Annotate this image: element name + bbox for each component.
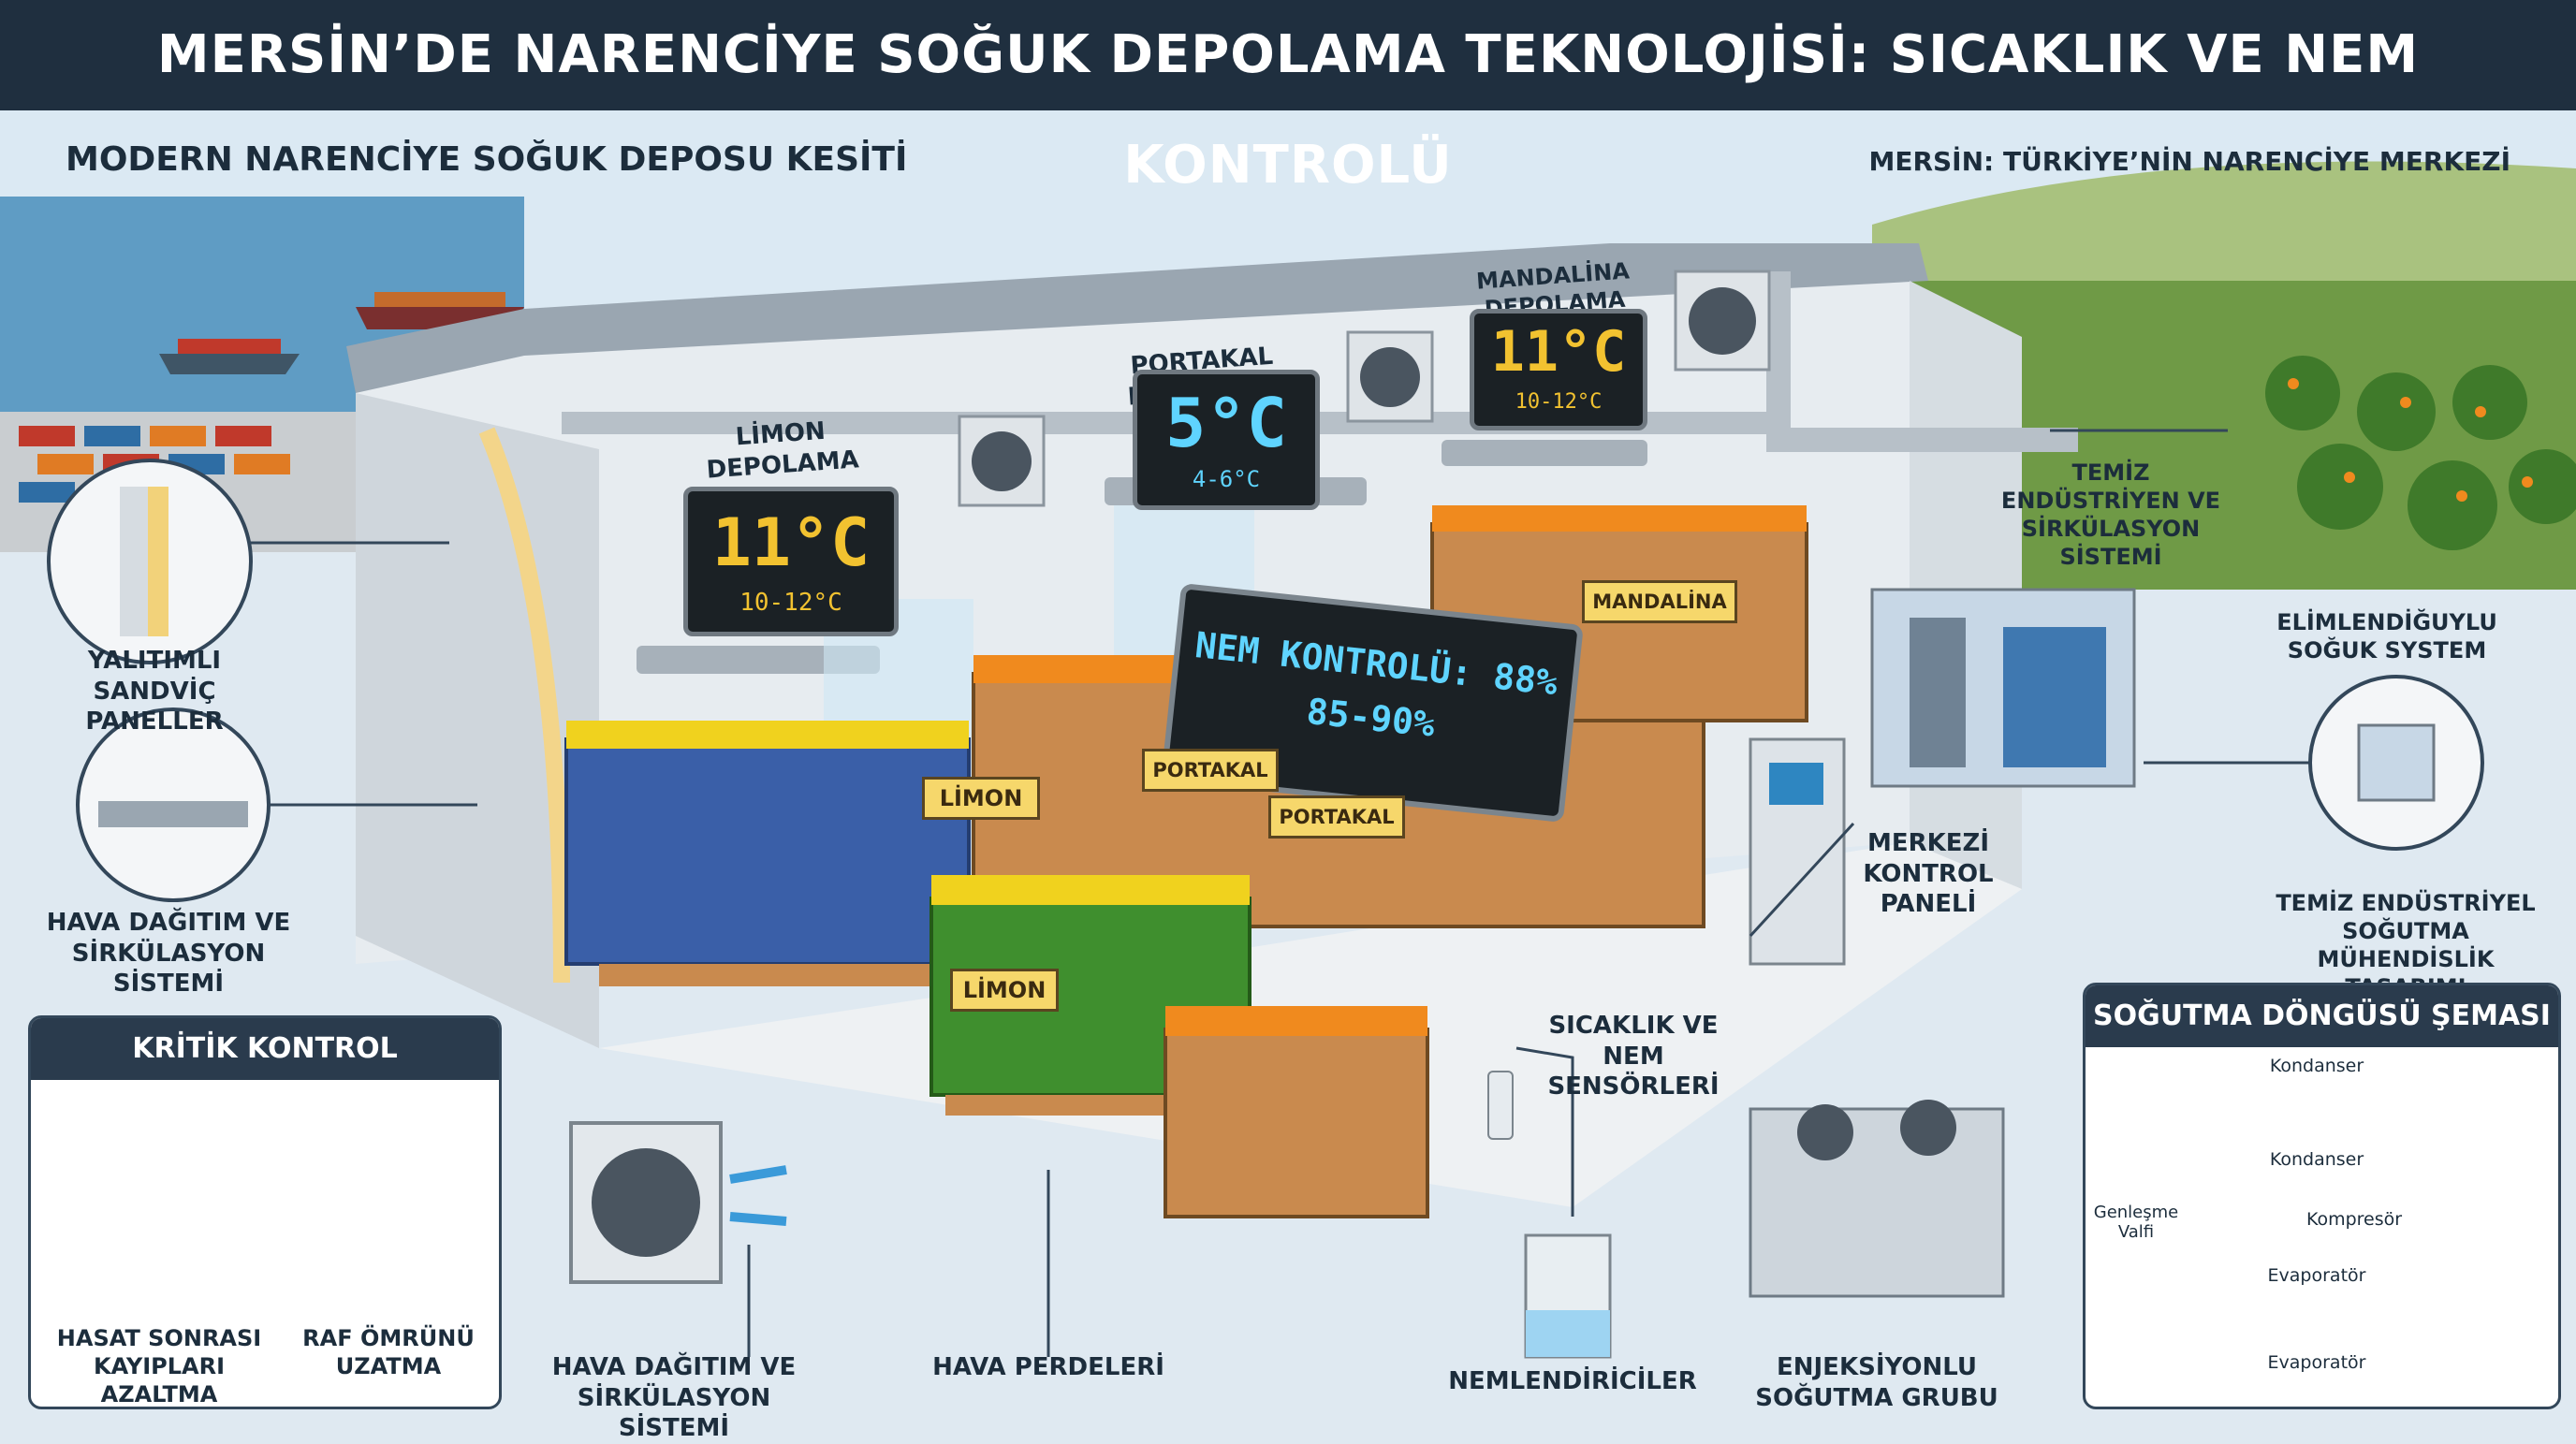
roof-edge xyxy=(346,243,1928,393)
cycle-label-compressor: Kompresör xyxy=(2305,1209,2403,1230)
control-panel-cabinet xyxy=(1749,737,1846,966)
humidifier-water xyxy=(1526,1310,1610,1357)
air-curtain-bar-1 xyxy=(637,646,880,674)
label-air-distribution-left: HAVA DAĞITIM VE SİRKÜLASYON SİSTEMİ xyxy=(46,909,291,998)
crate-label-portakal-1: PORTAKAL xyxy=(1142,749,1279,792)
temp-display-mandalina: 11°C 10-12°C xyxy=(1470,309,1647,430)
side-wall xyxy=(356,393,599,1048)
temp-range-mandalina: 10-12°C xyxy=(1515,390,1603,414)
cycle-label-condenser-mid: Kondanser xyxy=(2269,1149,2364,1170)
label-air-distribution-bottom: HAVA DAĞITIM VE SİRKÜLASYON SİSTEMİ xyxy=(551,1353,797,1442)
insulation-layer xyxy=(478,427,570,984)
right-wall xyxy=(1910,281,2022,889)
crate-label-limon-2: LİMON xyxy=(950,969,1059,1012)
critical-item-shelf-life: RAF ÖMRÜNÜ UZATMA xyxy=(302,1325,475,1379)
temp-value-portakal: 5°C xyxy=(1164,384,1288,462)
cycle-label-condenser-top: Kondanser xyxy=(2269,1056,2364,1076)
temp-range-limon: 10-12°C xyxy=(739,589,842,617)
critical-factors-box: KRİTİK KONTROL FAKTÖRLERİ xyxy=(28,1015,502,1409)
refrigeration-cycle-box: SOĞUTMA DÖNGÜSÜ ŞEMASI xyxy=(2083,983,2561,1409)
temp-range-portakal: 4-6°C xyxy=(1192,466,1261,492)
temp-display-portakal: 5°C 4-6°C xyxy=(1133,370,1320,510)
cycle-label-evaporator-bottom: Evaporatör xyxy=(2267,1352,2366,1373)
crate-label-mandalina: MANDALİNA xyxy=(1582,580,1737,623)
ship-2 xyxy=(159,354,300,374)
page-title: MERSİN’DE NARENCİYE SOĞUK DEPOLAMA TEKNO… xyxy=(156,24,2420,196)
lemon-crates-blue xyxy=(564,721,971,986)
duct-callout-circle xyxy=(76,707,271,902)
air-curtain-bar-3 xyxy=(1442,440,1647,466)
cycle-label-expansion-valve: Genleşme Valfi xyxy=(2093,1203,2179,1242)
critical-item-reduce-losses: HASAT SONRASI KAYIPLARI AZALTMA xyxy=(56,1325,262,1408)
temp-display-limon: 11°C 10-12°C xyxy=(683,487,899,636)
crate-label-limon-1: LİMON xyxy=(922,777,1040,820)
sensor-device xyxy=(1487,1071,1514,1140)
fan-unit-3 xyxy=(1674,270,1771,372)
orange-trees xyxy=(2265,356,2576,550)
fan-unit-1 xyxy=(958,415,1046,507)
label-air-curtains: HAVA PERDELERİ xyxy=(932,1353,1164,1381)
label-clean-circulation: TEMİZ ENDÜSTRİYEN VE SİRKÜLASYON SİSTEMİ xyxy=(2000,459,2221,570)
refrigeration-cycle-title: SOĞUTMA DÖNGÜSÜ ŞEMASI xyxy=(2086,985,2558,1047)
label-control-panel: MERKEZİ KONTROL PANELİ xyxy=(1863,829,1994,918)
region-label: MERSİN: TÜRKİYE’NİN NARENCİYE MERKEZİ xyxy=(1868,146,2510,177)
cold-system-callout-circle xyxy=(2308,675,2484,851)
cycle-label-evaporator-mid: Evaporatör xyxy=(2267,1265,2366,1286)
section-subtitle: MODERN NARENCİYE SOĞUK DEPOSU KESİTİ xyxy=(66,140,908,179)
label-sensors: SICAKLIK VE NEM SENSÖRLERİ xyxy=(1547,1012,1720,1101)
condensing-unit xyxy=(1749,1100,2005,1298)
header-bar xyxy=(0,0,2576,110)
label-humidifiers: NEMLENDİRİCİLER xyxy=(1448,1367,1697,1395)
panel-callout-circle xyxy=(47,459,253,664)
label-cold-system: ELİMLENDİĞUYLU SOĞUK SYSTEM xyxy=(2276,609,2497,664)
duct-vertical xyxy=(1766,271,2078,452)
label-sandwich-panels: YALITIMLI SANDVİÇ PANELLER xyxy=(85,647,224,736)
fan-unit-2 xyxy=(1346,330,1434,423)
temp-value-limon: 11°C xyxy=(711,504,871,581)
leader-lines xyxy=(248,429,2312,1357)
orange-crates-front xyxy=(1164,1006,1429,1218)
refrigeration-unit xyxy=(1870,588,2136,788)
temp-value-mandalina: 11°C xyxy=(1490,319,1627,385)
orange-fruits xyxy=(2288,378,2533,502)
critical-factors-title: KRİTİK KONTROL FAKTÖRLERİ xyxy=(31,1018,499,1127)
crate-label-portakal-2: PORTAKAL xyxy=(1268,795,1405,839)
bottom-fan-illustration xyxy=(569,1121,787,1284)
label-injection-unit: ENJEKSİYONLU SOĞUTMA GRUBU xyxy=(1755,1353,1998,1412)
